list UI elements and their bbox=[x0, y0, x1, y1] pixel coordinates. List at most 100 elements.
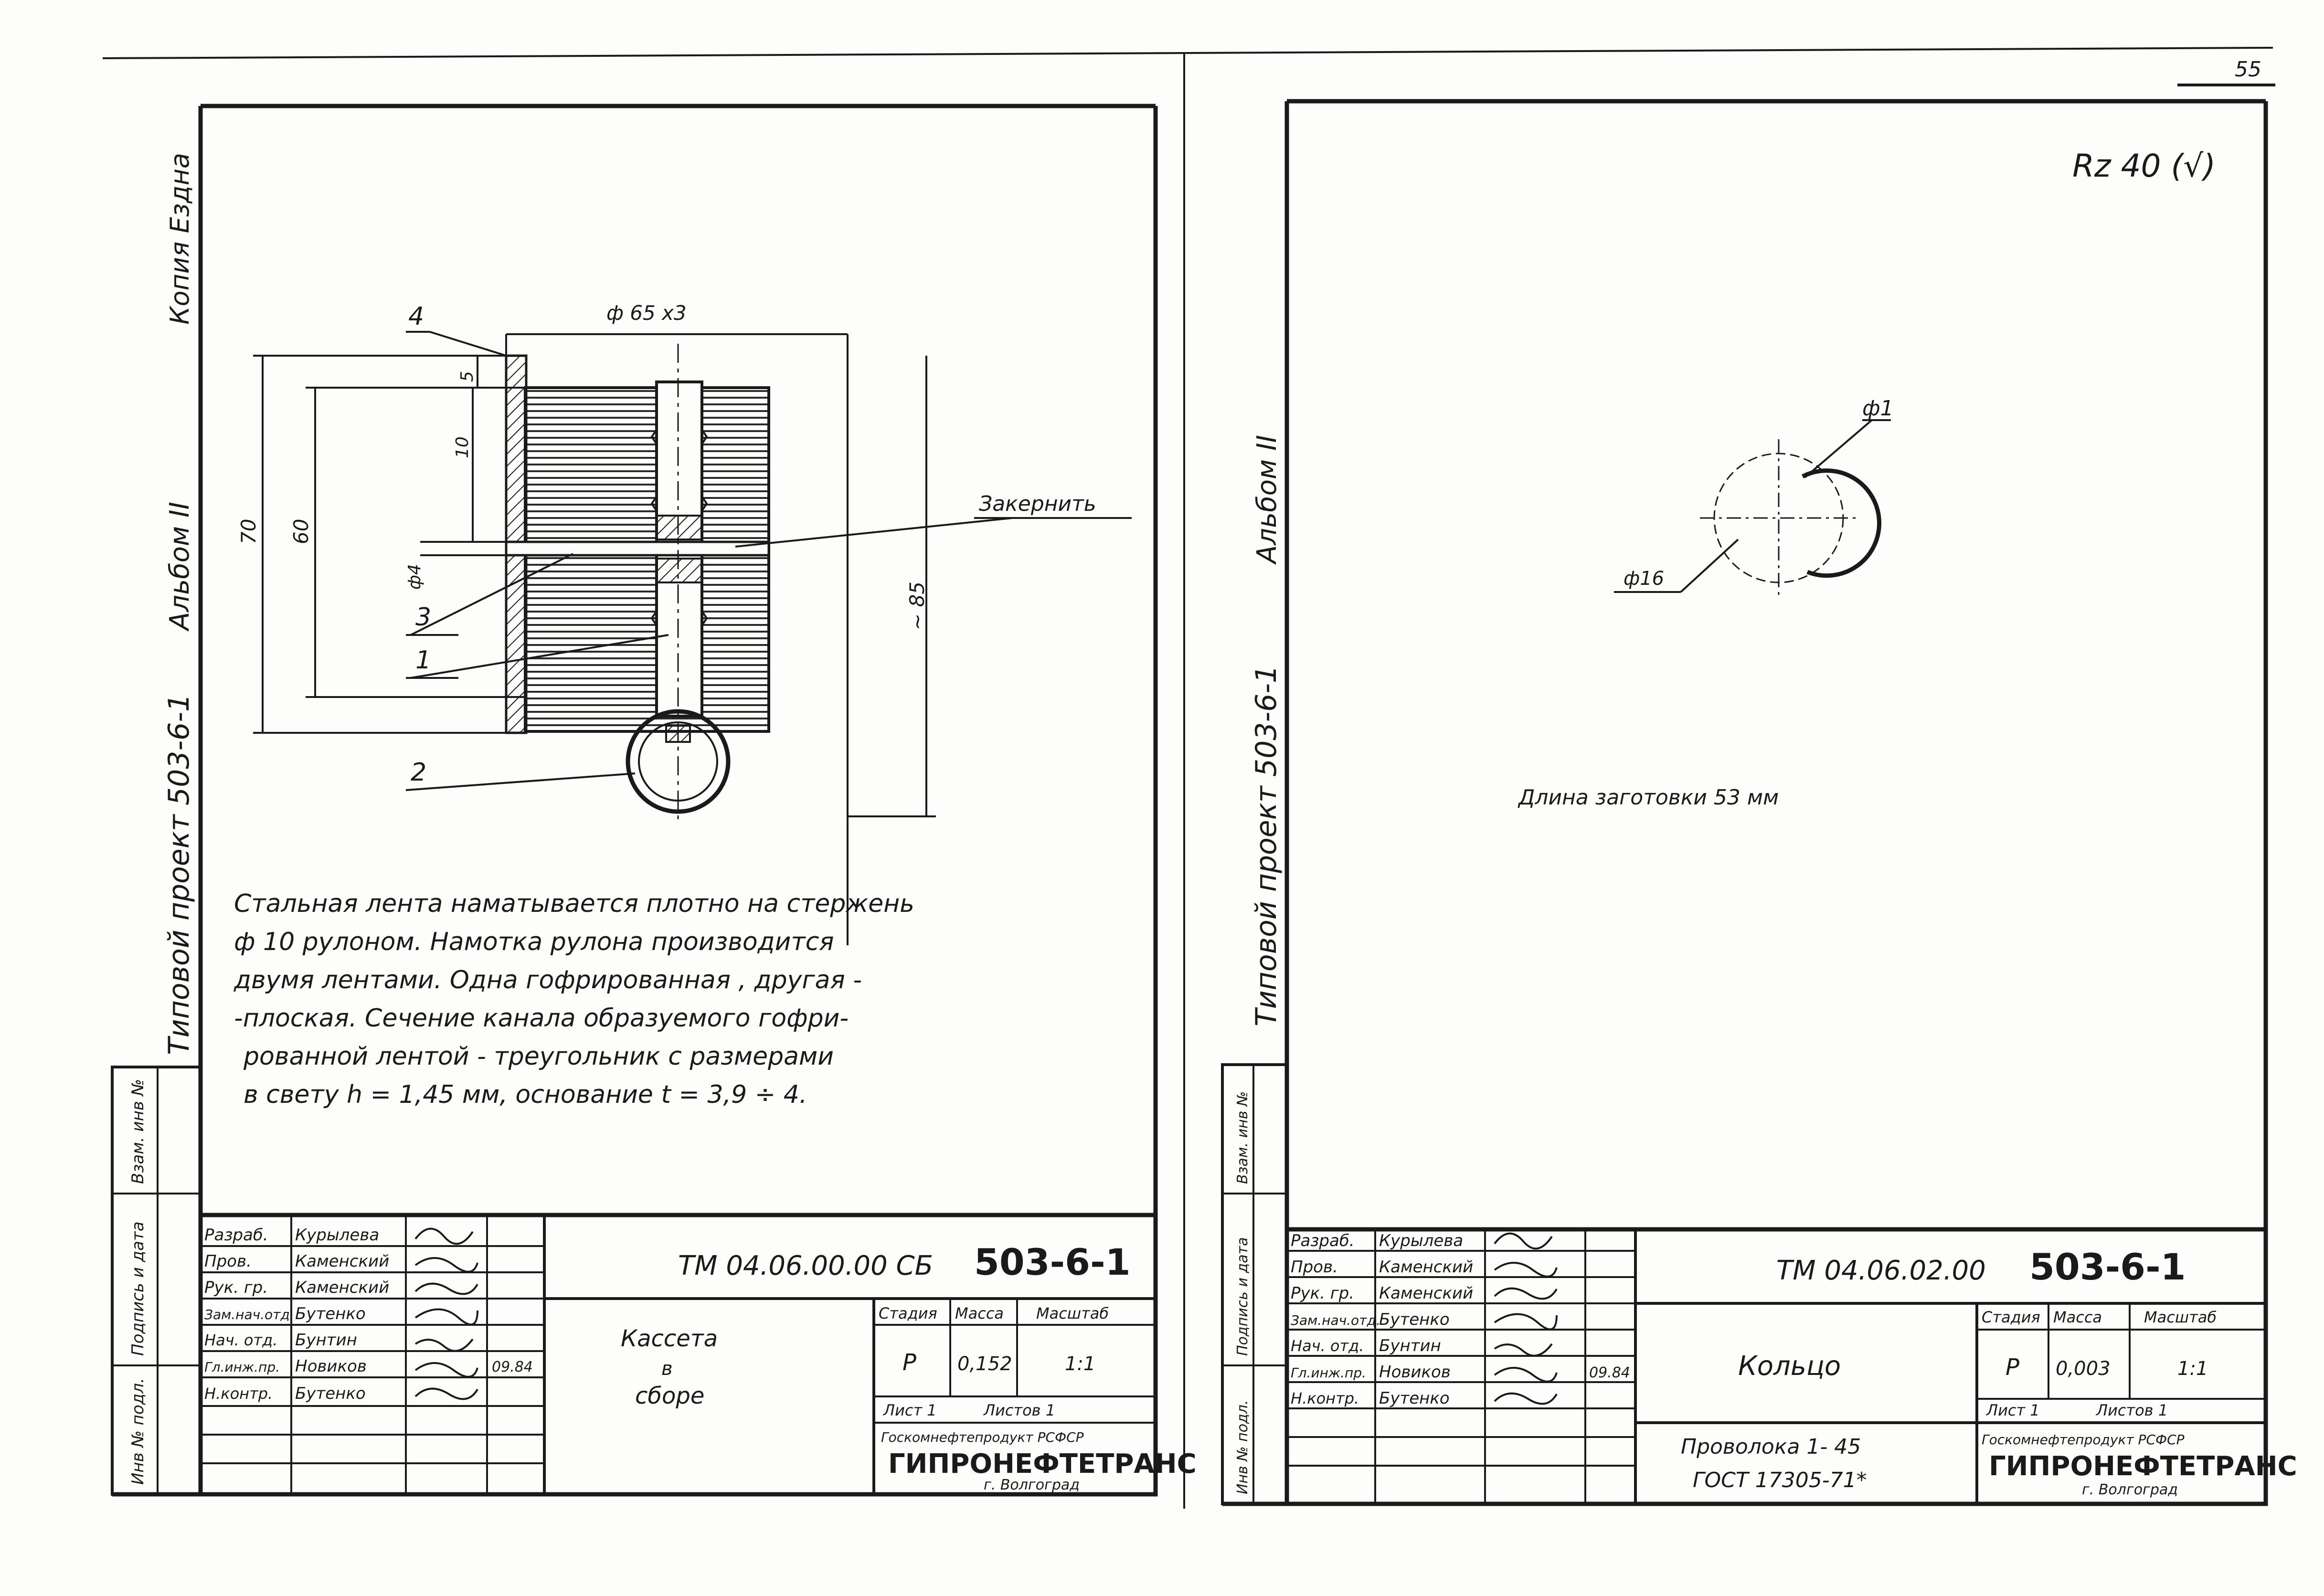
tb2-role-5: Нач. отд. bbox=[1291, 1337, 1364, 1355]
tb2-sheets: Листов 1 bbox=[2096, 1401, 2168, 1419]
tb1-massa: 0,152 bbox=[957, 1353, 1012, 1375]
tb2-date: 09.84 bbox=[1589, 1364, 1630, 1381]
tb1-name-2: Каменский bbox=[295, 1252, 389, 1271]
tb2-org-city: г. Волгоград bbox=[2082, 1481, 2178, 1498]
tb1-name-7: Бутенко bbox=[295, 1384, 366, 1403]
tb1-name-3: Каменский bbox=[295, 1278, 389, 1297]
tb1-org-city: г. Волгоград bbox=[984, 1477, 1080, 1493]
sheet1-title-block: Разраб. Пров. Рук. гр. Зам.нач.отд. Нач.… bbox=[198, 1213, 1197, 1497]
sheet-1: Взам. инв № Подпись и дата Инв № подл. К… bbox=[111, 104, 1197, 1497]
tb1-project-code: 503-6-1 bbox=[974, 1241, 1131, 1283]
blank-length-note: Длина заготовки 53 мм bbox=[1517, 785, 1779, 810]
tb1-masshtab: 1:1 bbox=[1065, 1353, 1095, 1375]
ring-outer bbox=[626, 709, 731, 814]
tb2-name-7: Бутенко bbox=[1379, 1389, 1450, 1408]
sheet2-album: Альбом II bbox=[1252, 435, 1283, 565]
tb2-col-stadia: Стадия bbox=[1982, 1308, 2040, 1326]
sheet2-stamp-inv: Инв № подл. bbox=[1234, 1400, 1251, 1494]
position-4: 4 bbox=[408, 302, 424, 331]
tb2-org-top: Госкомнефтепродукт РСФСР bbox=[1982, 1432, 2185, 1448]
tb2-name-3: Каменский bbox=[1379, 1284, 1473, 1303]
tb1-role-4: Зам.нач.отд. bbox=[204, 1307, 294, 1322]
dim-wire-d1: ф1 bbox=[1862, 396, 1894, 421]
tb2-role-1: Разраб. bbox=[1291, 1231, 1355, 1250]
tb1-col-massa: Масса bbox=[955, 1304, 1004, 1322]
cassette-assembly-drawing: ф 65 х3 70 60 5 10 ф4 ~ 85 bbox=[237, 301, 1132, 945]
dim-5: 5 bbox=[457, 371, 477, 382]
page-number: 55 bbox=[2235, 57, 2261, 82]
tb1-name-5: Бунтин bbox=[295, 1331, 357, 1350]
sheet2-margin-stamp bbox=[1221, 1063, 1288, 1505]
tb1-name-line-2: в bbox=[661, 1358, 673, 1380]
tb2-role-2: Пров. bbox=[1291, 1258, 1338, 1277]
copy-note: Копия Ездна bbox=[165, 153, 195, 325]
note-line-5: рованной лентой - треугольник с размерам… bbox=[243, 1042, 834, 1071]
tb2-col-masshtab: Масштаб bbox=[2144, 1308, 2217, 1326]
sheet1-margin-stamp bbox=[111, 1066, 202, 1496]
tb1-sheet: Лист 1 bbox=[883, 1401, 937, 1419]
tb2-name-5: Бунтин bbox=[1379, 1336, 1441, 1355]
dim-60: 60 bbox=[289, 519, 313, 544]
scan-top-edge bbox=[102, 47, 2273, 59]
tb1-date: 09.84 bbox=[492, 1359, 533, 1375]
note-line-3: двумя лентами. Одна гофрированная , друг… bbox=[233, 966, 862, 994]
tb2-material-1: Проволока 1- 45 bbox=[1681, 1435, 1861, 1459]
ring-part-drawing: ф1 ф16 bbox=[1614, 396, 1894, 597]
tb1-role-1: Разраб. bbox=[204, 1226, 268, 1245]
tb1-role-6: Гл.инж.пр. bbox=[204, 1359, 280, 1375]
ring-arc bbox=[1801, 468, 1881, 578]
dim-70: 70 bbox=[237, 519, 260, 544]
tb2-name-6: Новиков bbox=[1379, 1363, 1451, 1382]
note-zakernit: Закернить bbox=[979, 492, 1096, 516]
coil-body bbox=[524, 386, 770, 733]
tb1-role-5: Нач. отд. bbox=[204, 1331, 277, 1349]
note-line-4: -плоская. Сечение канала образуемого гоф… bbox=[234, 1004, 849, 1033]
sheet1-stamp-replace: Взам. инв № bbox=[128, 1079, 148, 1184]
sheet-2: Взам. инв № Подпись и дата Инв № подл. А… bbox=[1221, 99, 2297, 1506]
tb1-doc-code: ТМ 04.06.00.00 СБ bbox=[678, 1250, 933, 1281]
roughness-mark: Rz 40 (√) bbox=[2072, 148, 2216, 184]
tb1-name-1: Курылева bbox=[295, 1226, 379, 1245]
tb2-role-7: Н.контр. bbox=[1291, 1389, 1359, 1407]
tb2-sheet: Лист 1 bbox=[1986, 1401, 2040, 1419]
tb1-col-stadia: Стадия bbox=[879, 1304, 937, 1322]
tb2-masshtab: 1:1 bbox=[2177, 1358, 2208, 1380]
sheet1-project-title: Типовой проект 503-6-1 bbox=[162, 694, 196, 1055]
dim-85: ~ 85 bbox=[905, 581, 929, 630]
tb2-name-2: Каменский bbox=[1379, 1258, 1473, 1277]
tb2-doc-code: ТМ 04.06.02.00 bbox=[1776, 1255, 1986, 1286]
sheet1-stamp-sign: Подпись и дата bbox=[128, 1221, 148, 1356]
dim-10: 10 bbox=[453, 436, 472, 458]
note-line-1: Стальная лента наматывается плотно на ст… bbox=[234, 889, 914, 918]
tb2-col-massa: Масса bbox=[2053, 1308, 2102, 1326]
tb2-part-name: Кольцо bbox=[1738, 1351, 1841, 1382]
tb1-sheets: Листов 1 bbox=[983, 1401, 1055, 1419]
tb1-role-3: Рук. гр. bbox=[204, 1278, 268, 1297]
position-3: 3 bbox=[415, 603, 431, 632]
tb1-org-name: ГИПРОНЕФТЕТРАНС bbox=[888, 1448, 1197, 1480]
sheet2-signatures bbox=[1494, 1232, 1558, 1405]
tb2-role-4: Зам.нач.отд. bbox=[1291, 1312, 1380, 1328]
tb1-role-2: Пров. bbox=[204, 1252, 252, 1271]
tb1-name-line-3: сборе bbox=[635, 1383, 704, 1409]
note-line-2: ф 10 рулоном. Намотка рулона производитс… bbox=[234, 928, 834, 956]
cross-pin bbox=[505, 540, 770, 557]
sheet1-album: Альбом II bbox=[164, 502, 195, 632]
dim-diameter-65: ф 65 х3 bbox=[606, 301, 687, 325]
note-line-6: в свету h = 1,45 мм, основание t = 3,9 ÷… bbox=[244, 1080, 807, 1109]
sheet2-project-title: Типовой проект 503-6-1 bbox=[1250, 665, 1283, 1026]
sheet2-stamp-replace: Взам. инв № bbox=[1234, 1091, 1251, 1184]
tb1-name-6: Новиков bbox=[295, 1357, 367, 1376]
dim-ring-d16: ф16 bbox=[1624, 568, 1664, 590]
tb2-stadia: Р bbox=[2006, 1354, 2019, 1381]
tb1-role-7: Н.контр. bbox=[204, 1385, 273, 1403]
tb2-role-6: Гл.инж.пр. bbox=[1291, 1365, 1366, 1381]
tb2-role-3: Рук. гр. bbox=[1291, 1284, 1354, 1303]
dim-d4: ф4 bbox=[405, 564, 424, 590]
tb2-name-1: Курылева bbox=[1379, 1231, 1463, 1250]
sheet1-signatures bbox=[414, 1227, 478, 1400]
tb1-name-line-1: Кассета bbox=[621, 1325, 718, 1352]
tb2-massa: 0,003 bbox=[2056, 1358, 2111, 1380]
